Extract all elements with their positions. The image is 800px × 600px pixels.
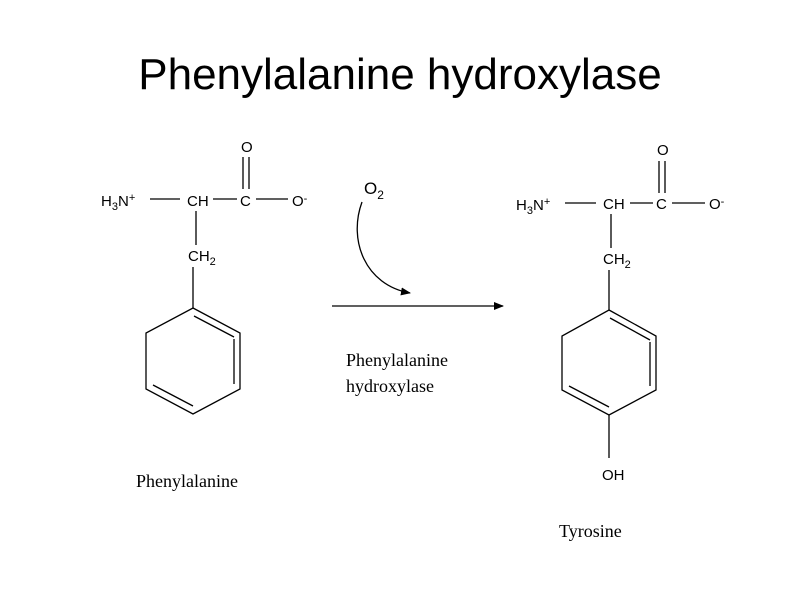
slide-title: Phenylalanine hydroxylase	[138, 50, 662, 99]
substrate-carboxylate-oxygen: O-	[292, 193, 308, 210]
product-hydroxyl: OH	[602, 467, 625, 484]
product-side-chain: CH2	[603, 251, 631, 271]
product-carbonyl-carbon: C	[656, 196, 667, 213]
substrate-carbonyl-oxygen: O	[241, 139, 253, 156]
substrate-ring-double-bond-3	[152, 384, 194, 407]
substrate-ring-double-bond-1	[193, 315, 235, 338]
cofactor-label: O2	[364, 179, 384, 202]
product-ring-double-bond-1	[609, 317, 651, 341]
tyrosine-structure: H3N+ CH C O O- CH2	[516, 142, 725, 484]
product-benzene-ring	[561, 309, 657, 416]
product-ring-double-bond-3	[568, 385, 610, 408]
substrate-side-chain: CH2	[188, 248, 216, 268]
product-alpha-carbon: CH	[603, 196, 625, 213]
product-carbonyl-oxygen: O	[657, 142, 669, 159]
cofactor-curved-arrow	[356, 201, 411, 296]
reaction-arrow-group: O2 Phenylalanine hydroxylase	[332, 179, 504, 396]
enzyme-label-line1: Phenylalanine	[346, 350, 448, 370]
substrate-carbonyl-carbon: C	[240, 193, 251, 210]
substrate-name: Phenylalanine	[136, 471, 238, 491]
substrate-amine-group: H3N+	[101, 192, 135, 213]
enzyme-label-line2: hydroxylase	[346, 376, 434, 396]
product-name: Tyrosine	[559, 521, 622, 541]
substrate-alpha-carbon: CH	[187, 193, 209, 210]
substrate-benzene-ring	[145, 307, 241, 415]
product-carboxylate-oxygen: O-	[709, 196, 725, 213]
phenylalanine-structure: H3N+ CH C O O- CH2	[101, 139, 308, 415]
product-amine-group: H3N+	[516, 196, 550, 217]
